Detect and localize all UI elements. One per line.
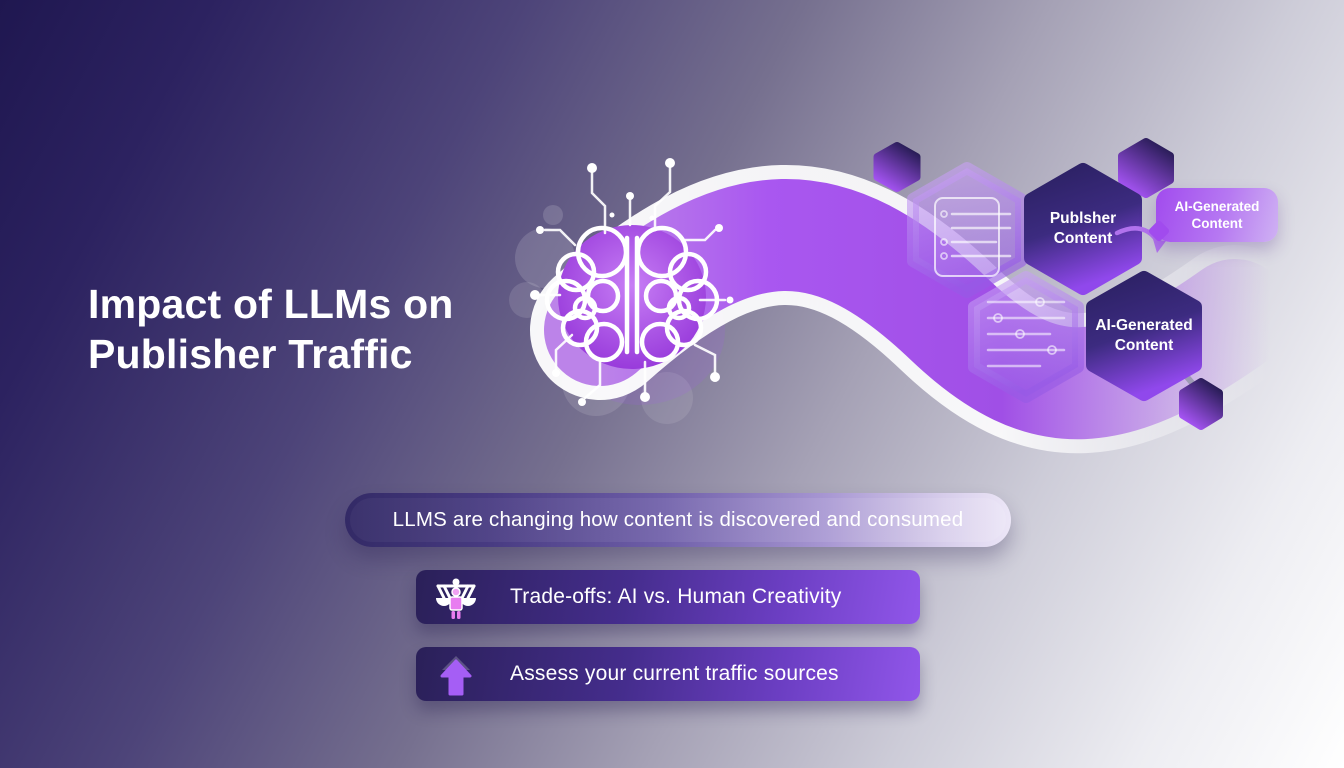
title-line-1: Impact of LLMs on [88,281,454,328]
sliders-hexagon [968,271,1084,403]
publisher-content-label: Publsher Content [1049,210,1117,247]
circuit-lines [538,166,727,400]
callout-text: AI-Generated Content [1174,199,1260,231]
ai-generated-content-label: AI-Generated Content [1095,317,1193,354]
title-line-2: Publisher Traffic [88,331,413,378]
small-hexagon-bottom-right [1179,378,1223,430]
document-hexagon [907,162,1027,298]
tradeoffs-button[interactable]: Trade-offs: AI vs. Human Creativity [416,570,920,624]
publisher-content-hexagon [1024,163,1142,295]
arrow-up-icon [440,656,472,696]
person-figure [449,587,463,619]
ai-brain-icon [530,158,734,406]
tradeoffs-label: Trade-offs: AI vs. Human Creativity [510,585,842,608]
assess-traffic-label: Assess your current traffic sources [510,662,839,685]
ai-generated-content-hexagon [1086,271,1202,401]
small-hexagon-top-left [873,142,921,192]
assess-traffic-button[interactable]: Assess your current traffic sources [416,647,920,701]
balance-scale-icon [436,578,476,619]
key-message-banner: LLMS are changing how content is discove… [345,493,1011,547]
circuit-nodes [530,158,734,406]
small-hexagon-top-right [1118,138,1174,198]
banner-text: LLMS are changing how content is discove… [392,508,964,531]
ai-generated-content-callout: AI-Generated Content [1156,188,1278,242]
